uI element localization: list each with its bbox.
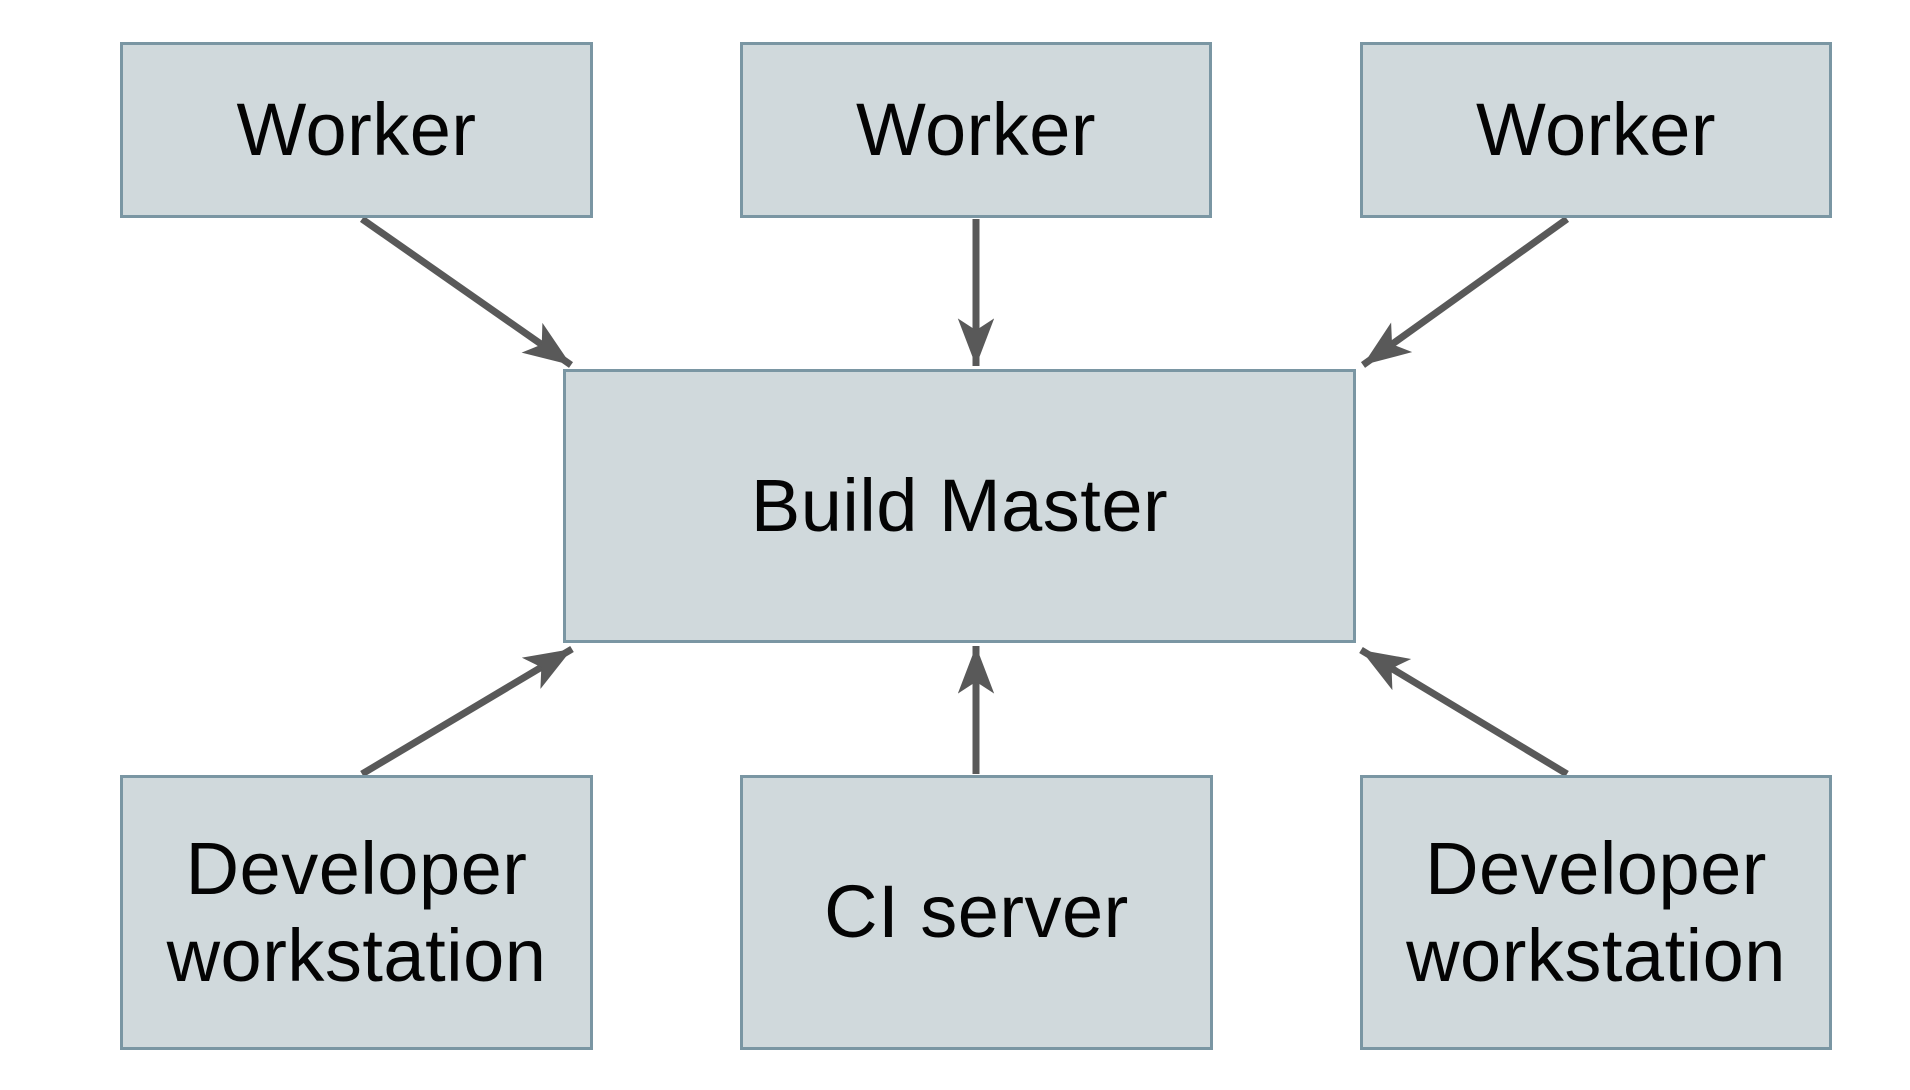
arrow-dev-workstation-right-to-build-master — [1359, 647, 1569, 777]
node-worker-1-label: Worker — [236, 87, 477, 171]
node-dev-workstation-left-label: Developer workstation — [166, 826, 547, 997]
node-worker-3-label: Worker — [1475, 87, 1717, 171]
node-ci-server-label: CI server — [824, 870, 1129, 954]
node-worker-2-label: Worker — [855, 87, 1097, 171]
node-build-master: Build Master — [563, 369, 1356, 643]
node-ci-server: CI server — [740, 775, 1213, 1050]
arrow-dev-workstation-left-to-build-master — [360, 645, 574, 778]
node-dev-workstation-left: Developer workstation — [120, 775, 593, 1050]
arrow-worker-1-to-build-master — [359, 216, 574, 368]
node-dev-workstation-right-label: Developer workstation — [1406, 826, 1786, 997]
node-worker-2: Worker — [740, 42, 1212, 218]
node-dev-workstation-right: Developer workstation — [1360, 775, 1832, 1050]
node-worker-1: Worker — [120, 42, 593, 218]
node-worker-3: Worker — [1360, 42, 1832, 218]
arrow-worker-3-to-build-master — [1360, 216, 1570, 368]
node-build-master-label: Build Master — [750, 463, 1169, 547]
